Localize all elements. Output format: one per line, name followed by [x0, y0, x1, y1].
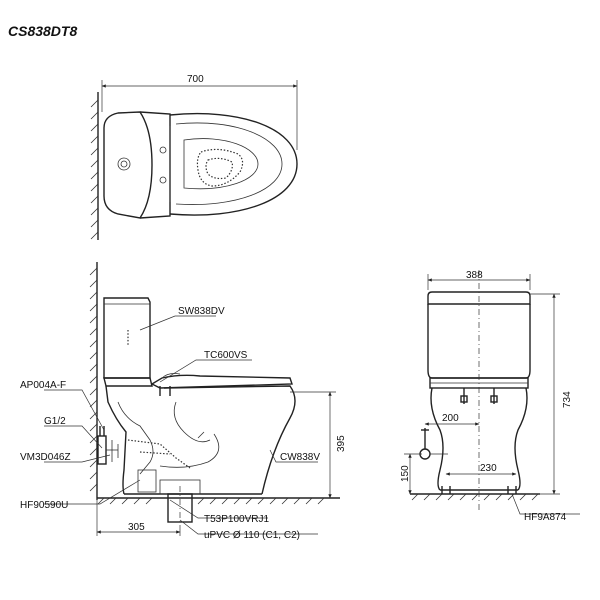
model-title: CS838DT8 [8, 23, 78, 39]
label-tank: SW838DV [178, 306, 225, 317]
label-bolt-kit: HF9A874 [524, 512, 567, 523]
floor-hatch-side [97, 497, 325, 505]
dim-top-width: 700 [187, 74, 204, 85]
dim-front-width: 388 [466, 270, 483, 281]
floor-hatch-front [411, 493, 539, 501]
label-outlet: T53P100VRJ1 [204, 514, 269, 525]
label-connector: VM3D046Z [20, 452, 71, 463]
label-seat: TC600VS [204, 350, 248, 361]
dim-supply-height: 150 [400, 465, 411, 482]
wall-hatch-side [89, 267, 98, 492]
label-bowl: CW838V [280, 452, 320, 463]
top-view [90, 80, 298, 240]
label-flange: HF90590U [20, 500, 68, 511]
dim-supply-offset: 200 [442, 413, 459, 424]
dim-rough-in: 305 [128, 522, 145, 533]
dim-seat-height: 395 [336, 435, 347, 452]
dim-overall-height: 734 [562, 391, 573, 408]
side-view [44, 262, 340, 536]
label-supply-thread: G1/2 [44, 416, 66, 427]
wall-hatch-top [90, 99, 99, 240]
front-view [404, 270, 580, 515]
label-pipe: uPVC Ø 110 (C1, C2) [204, 530, 300, 541]
label-fill-valve: AP004A-F [20, 380, 66, 391]
dim-base-width: 230 [480, 463, 497, 474]
